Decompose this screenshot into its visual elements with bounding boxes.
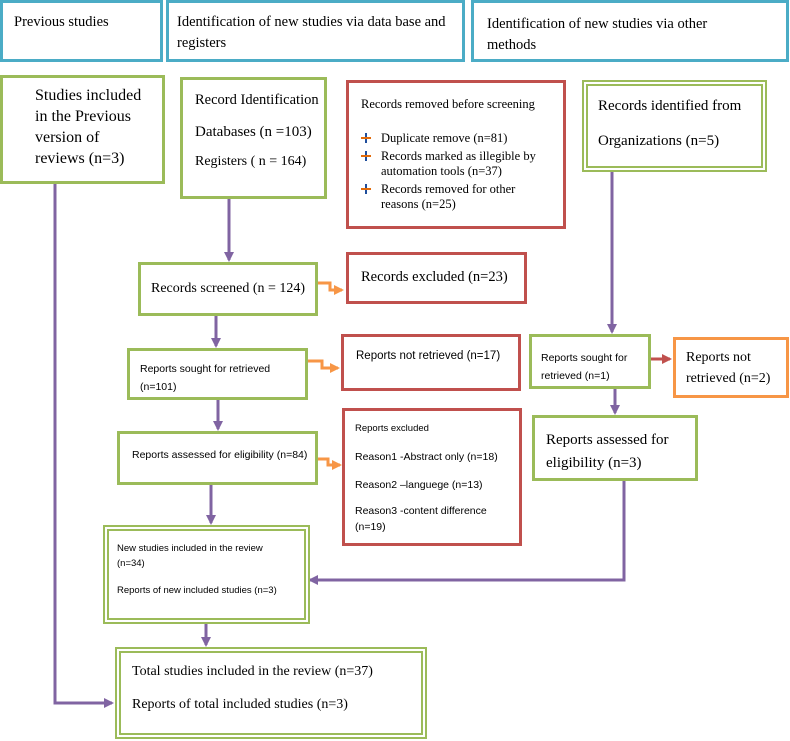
- arrow-screened-to-excluded: [318, 281, 344, 295]
- records-removed-list: Duplicate remove (n=81) Records marked a…: [361, 131, 536, 215]
- reports-sought-line1: Reports sought for retrieved: [140, 363, 271, 375]
- total-line2: Reports of total included studies (n=3): [132, 697, 348, 712]
- reports-excluded-reason1: Reason1 -Abstract only (n=18): [355, 451, 498, 463]
- other-not-retrieved-line1: Reports not: [686, 350, 751, 365]
- previous-line2: in the Previous: [35, 108, 131, 125]
- header-previous-studies: Previous studies: [0, 0, 163, 62]
- reports-excluded-box: Reports excluded Reason1 -Abstract only …: [342, 408, 522, 546]
- other-sought-line2: retrieved (n=1): [541, 370, 610, 382]
- header-other-line1: Identification of new studies via other: [487, 16, 708, 32]
- records-removed-box: Records removed before screening Duplica…: [346, 80, 566, 229]
- record-identification-registers: Registers ( n = 164): [195, 154, 307, 169]
- other-assessed-line2: eligibility (n=3): [546, 455, 642, 471]
- reports-sought-line2: (n=101): [140, 381, 177, 393]
- header-database-line1: Identification of new studies via data b…: [177, 14, 446, 30]
- other-not-retrieved-line2: retrieved (n=2): [686, 371, 771, 386]
- header-other-methods: Identification of new studies via other …: [471, 0, 789, 62]
- new-studies-included-box: New studies included in the review (n=34…: [103, 525, 310, 624]
- records-screened-label: Records screened (n = 124): [151, 281, 306, 296]
- other-reports-assessed-box: Reports assessed for eligibility (n=3): [532, 415, 698, 481]
- total-line1: Total studies included in the review (n=…: [132, 664, 373, 679]
- arrow-previous-to-total: [53, 184, 114, 708]
- previous-studies-box: Studies included in the Previous version…: [0, 75, 165, 184]
- organizations-line2: Organizations (n=5): [598, 133, 720, 149]
- organizations-line1: Records identified from: [598, 98, 742, 114]
- reports-not-retrieved-label: Reports not retrieved (n=17): [356, 350, 501, 362]
- reports-excluded-title: Reports excluded: [355, 423, 429, 434]
- arrow-other-assessed-to-new-included: [308, 481, 626, 585]
- records-excluded-label: Records excluded (n=23): [361, 269, 508, 285]
- arrow-assessed-to-reports-excluded: [318, 457, 342, 470]
- bullet-icon: [361, 151, 371, 161]
- records-screened-box: Records screened (n = 124): [138, 262, 318, 316]
- other-sought-line1: Reports sought for: [541, 352, 628, 364]
- reports-assessed-label: Reports assessed for eligibility (n=84): [132, 449, 308, 461]
- record-identification-databases: Databases (n =103): [195, 124, 312, 140]
- bullet-icon: [361, 133, 371, 143]
- header-other-line2: methods: [487, 37, 537, 53]
- record-identification-box: Record Identification Databases (n =103)…: [180, 77, 327, 199]
- reports-excluded-reason2: Reason2 –languege (n=13): [355, 479, 483, 491]
- organizations-box: Records identified from Organizations (n…: [582, 80, 767, 172]
- reports-sought-box: Reports sought for retrieved (n=101): [127, 348, 308, 400]
- new-included-line2: (n=34): [117, 558, 145, 569]
- new-included-line3: Reports of new included studies (n=3): [117, 585, 277, 596]
- other-reports-not-retrieved-box: Reports not retrieved (n=2): [673, 337, 789, 398]
- previous-line1: Studies included: [35, 87, 142, 104]
- reports-excluded-reason3-line2: (n=19): [355, 521, 386, 533]
- other-reports-sought-box: Reports sought for retrieved (n=1): [529, 334, 651, 389]
- header-previous-label: Previous studies: [14, 14, 109, 30]
- header-database-registers: Identification of new studies via data b…: [166, 0, 465, 62]
- new-included-line1: New studies included in the review: [117, 543, 263, 554]
- records-excluded-box: Records excluded (n=23): [346, 252, 527, 304]
- reports-assessed-box: Reports assessed for eligibility (n=84): [117, 431, 318, 485]
- list-item: Duplicate remove (n=81): [361, 131, 536, 146]
- bullet-icon: [361, 184, 371, 194]
- arrow-sought-to-not-retrieved: [308, 359, 340, 373]
- total-studies-included-box: Total studies included in the review (n=…: [115, 647, 427, 739]
- reports-not-retrieved-box: Reports not retrieved (n=17): [341, 334, 521, 391]
- header-database-line2: registers: [177, 35, 227, 51]
- previous-line3: version of: [35, 129, 100, 146]
- reports-excluded-reason3-line1: Reason3 -content difference: [355, 505, 487, 517]
- other-assessed-line1: Reports assessed for: [546, 432, 669, 448]
- records-removed-title: Records removed before screening: [361, 97, 535, 111]
- record-identification-title: Record Identification: [195, 92, 319, 108]
- previous-line4: reviews (n=3): [35, 150, 125, 167]
